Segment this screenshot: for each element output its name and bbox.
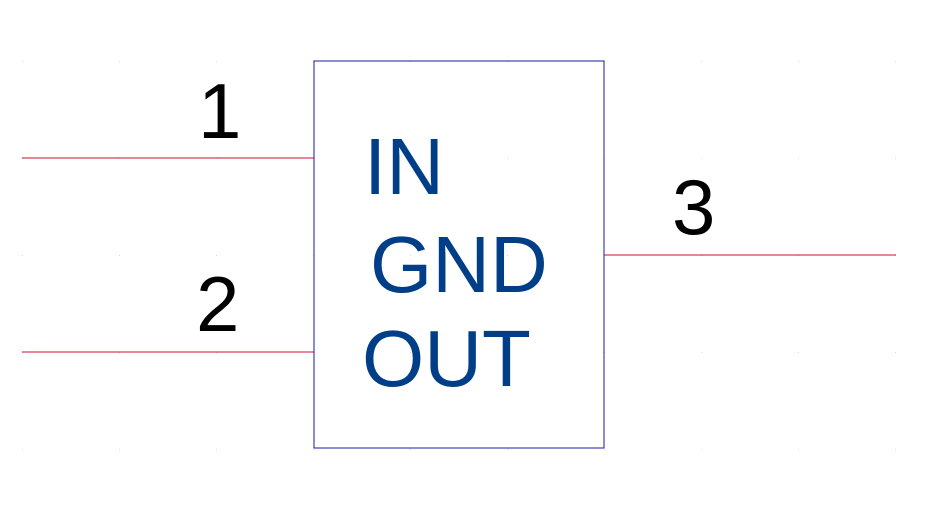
grid-dot: [507, 352, 508, 353]
grid-dot: [701, 449, 702, 450]
grid-dot: [216, 61, 217, 62]
grid-dot: [507, 255, 508, 256]
grid-dot: [701, 352, 702, 353]
grid-dot: [895, 61, 896, 62]
grid-dot: [119, 61, 120, 62]
grid-dot: [410, 352, 411, 353]
grid-dot: [216, 255, 217, 256]
grid-dot: [798, 352, 799, 353]
grid-dot: [410, 449, 411, 450]
grid-dot: [895, 449, 896, 450]
grid-dot: [798, 61, 799, 62]
grid-dot: [119, 449, 120, 450]
grid-dot: [507, 158, 508, 159]
grid-dot: [22, 255, 23, 256]
grid-dot: [313, 449, 314, 450]
grid-dot: [895, 158, 896, 159]
grid-dot: [895, 352, 896, 353]
grid-dot: [798, 449, 799, 450]
pin-label-in: IN: [364, 122, 444, 211]
pin-2-number: 2: [196, 260, 239, 348]
grid-dot: [216, 449, 217, 450]
grid-dot: [22, 61, 23, 62]
pin-1-number: 1: [198, 67, 241, 155]
grid-dot: [701, 158, 702, 159]
pin-3-number: 3: [672, 163, 715, 251]
grid-dot: [701, 61, 702, 62]
grid-dot: [410, 255, 411, 256]
grid-dot: [119, 255, 120, 256]
grid-dot: [507, 449, 508, 450]
grid-dot: [604, 449, 605, 450]
grid-dot: [798, 158, 799, 159]
grid-dot: [22, 449, 23, 450]
pin-label-gnd: GND: [370, 220, 548, 309]
pin-label-out: OUT: [362, 314, 531, 403]
grid-dot: [410, 158, 411, 159]
